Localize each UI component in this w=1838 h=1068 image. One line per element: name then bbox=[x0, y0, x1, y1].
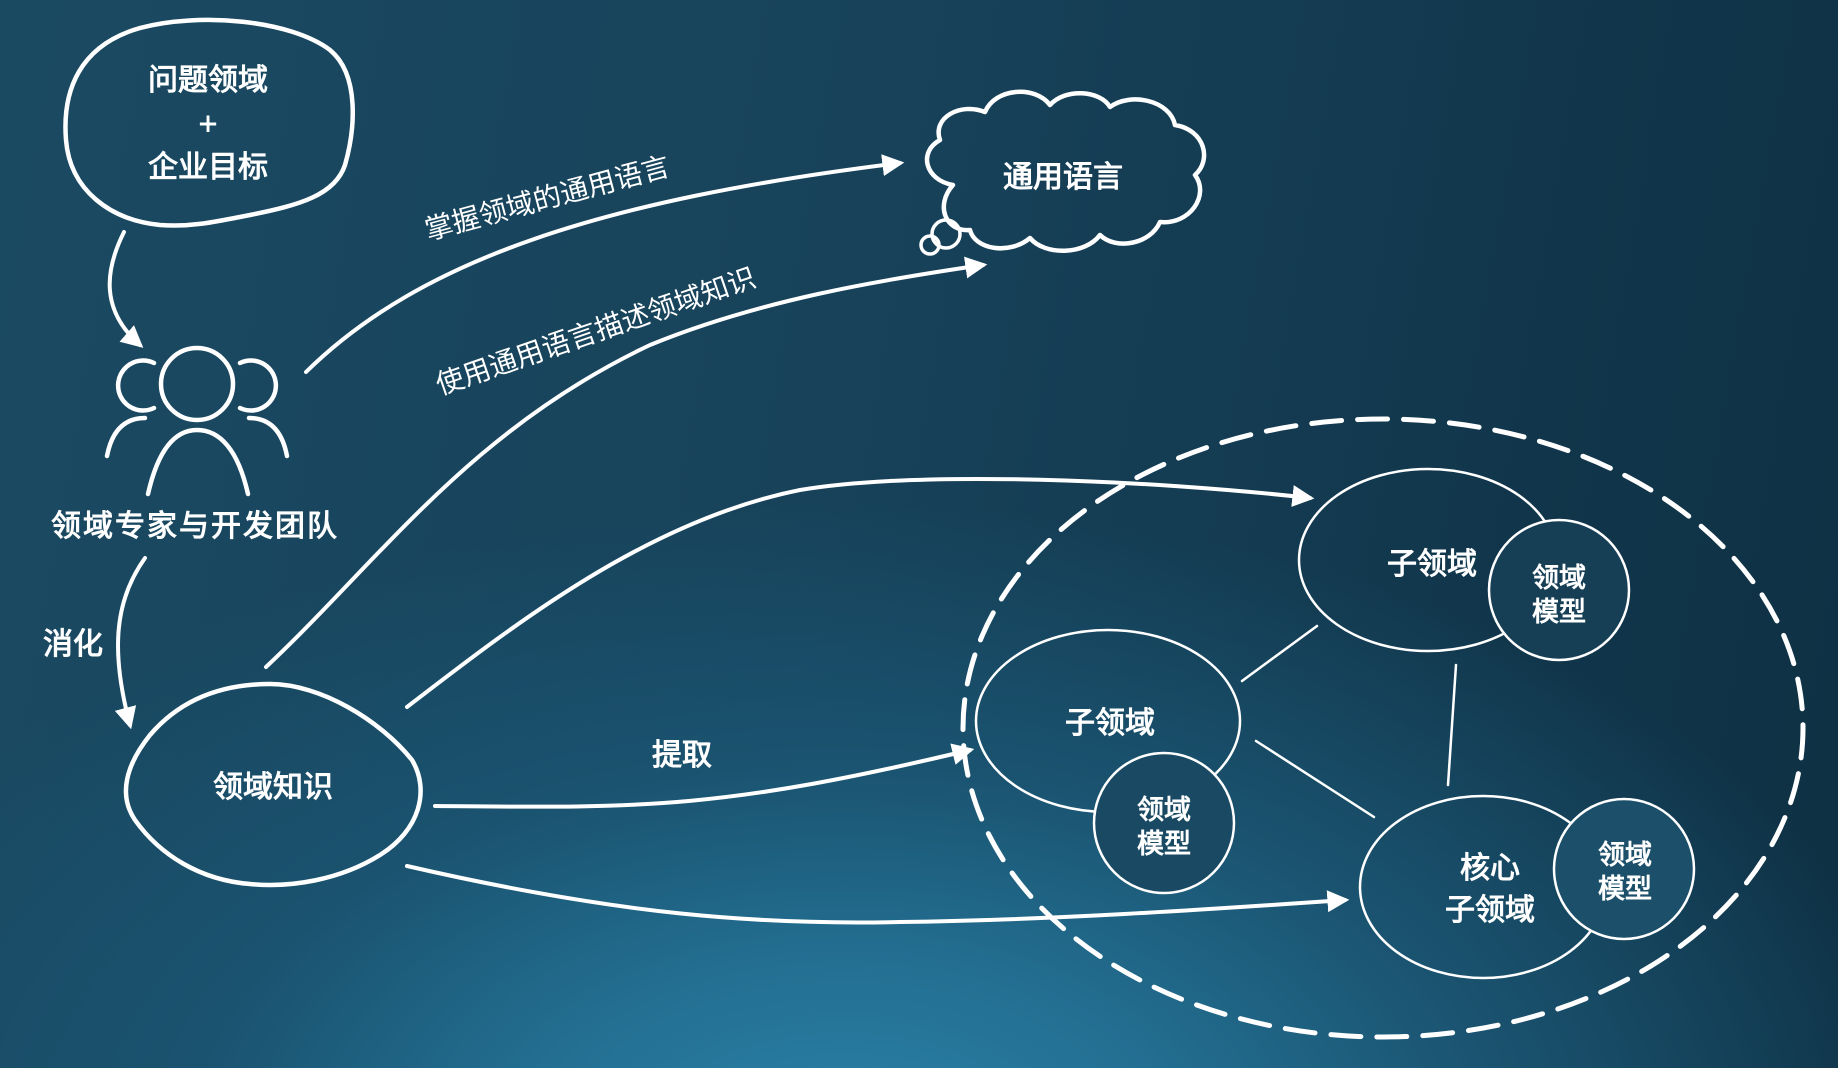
domain-boundary-dashed bbox=[960, 416, 1806, 1040]
subdomain-left-label: 子领域 bbox=[1065, 706, 1155, 741]
subdomain-left-model-circle bbox=[1092, 751, 1236, 895]
subdomain-left: 子领域 领域 模型 bbox=[974, 628, 1242, 895]
edge-label-extract: 提取 bbox=[652, 738, 712, 773]
edge-label-describe-knowledge: 使用通用语言描述领域知识 bbox=[432, 261, 760, 402]
subdomain-core-model-circle bbox=[1552, 797, 1696, 941]
problem-domain-node: 问题领域 + 企业目标 bbox=[63, 17, 355, 228]
arrow-to-core-subdomain bbox=[405, 864, 1350, 925]
subdomain-core-label-line2: 子领域 bbox=[1445, 893, 1535, 928]
ubiquitous-language-node: 通用语言 bbox=[919, 89, 1207, 256]
arrow-master-language bbox=[304, 154, 905, 374]
subdomain-left-model-line1: 领域 bbox=[1137, 795, 1191, 826]
arrow-digest bbox=[114, 556, 147, 730]
subdomain-top-model-line1: 领域 bbox=[1532, 563, 1586, 594]
subdomain-core-label-line1: 核心 bbox=[1460, 851, 1520, 886]
cloud-shape bbox=[924, 89, 1207, 253]
team-icon bbox=[104, 345, 290, 497]
arrow-extract bbox=[433, 743, 975, 809]
problem-domain-blob bbox=[63, 17, 355, 228]
subdomain-top-model-line2: 模型 bbox=[1532, 597, 1586, 628]
ubiquitous-language-label: 通用语言 bbox=[1003, 160, 1123, 195]
link-left-to-top bbox=[1240, 624, 1319, 683]
subdomain-top: 子领域 领域 模型 bbox=[1297, 467, 1631, 662]
subdomain-top-model-circle bbox=[1487, 518, 1631, 662]
problem-domain-line2: 企业目标 bbox=[148, 150, 268, 185]
domain-knowledge-node: 领域知识 bbox=[123, 681, 423, 888]
arrow-problem-to-team bbox=[107, 230, 144, 348]
digest-label: 消化 bbox=[43, 627, 103, 662]
domain-knowledge-blob bbox=[123, 681, 423, 888]
team-label: 领域专家与开发团队 bbox=[51, 509, 339, 544]
problem-domain-line1: 问题领域 bbox=[148, 63, 268, 98]
subdomain-core: 核心 子领域 领域 模型 bbox=[1358, 794, 1696, 980]
subdomain-core-model-line2: 模型 bbox=[1598, 874, 1652, 905]
subdomain-left-model-line2: 模型 bbox=[1137, 829, 1191, 860]
edge-label-master-language: 掌握领域的通用语言 bbox=[421, 150, 673, 247]
arrow-describe-knowledge bbox=[264, 256, 988, 669]
arrow-to-subdomain-top bbox=[405, 476, 1315, 709]
plus-sign: + bbox=[197, 109, 219, 139]
link-top-to-core bbox=[1446, 663, 1458, 787]
subdomain-core-model-line1: 领域 bbox=[1598, 840, 1652, 871]
link-left-to-core bbox=[1254, 739, 1376, 819]
domain-knowledge-label: 领域知识 bbox=[213, 770, 333, 805]
subdomain-top-label: 子领域 bbox=[1387, 547, 1477, 582]
